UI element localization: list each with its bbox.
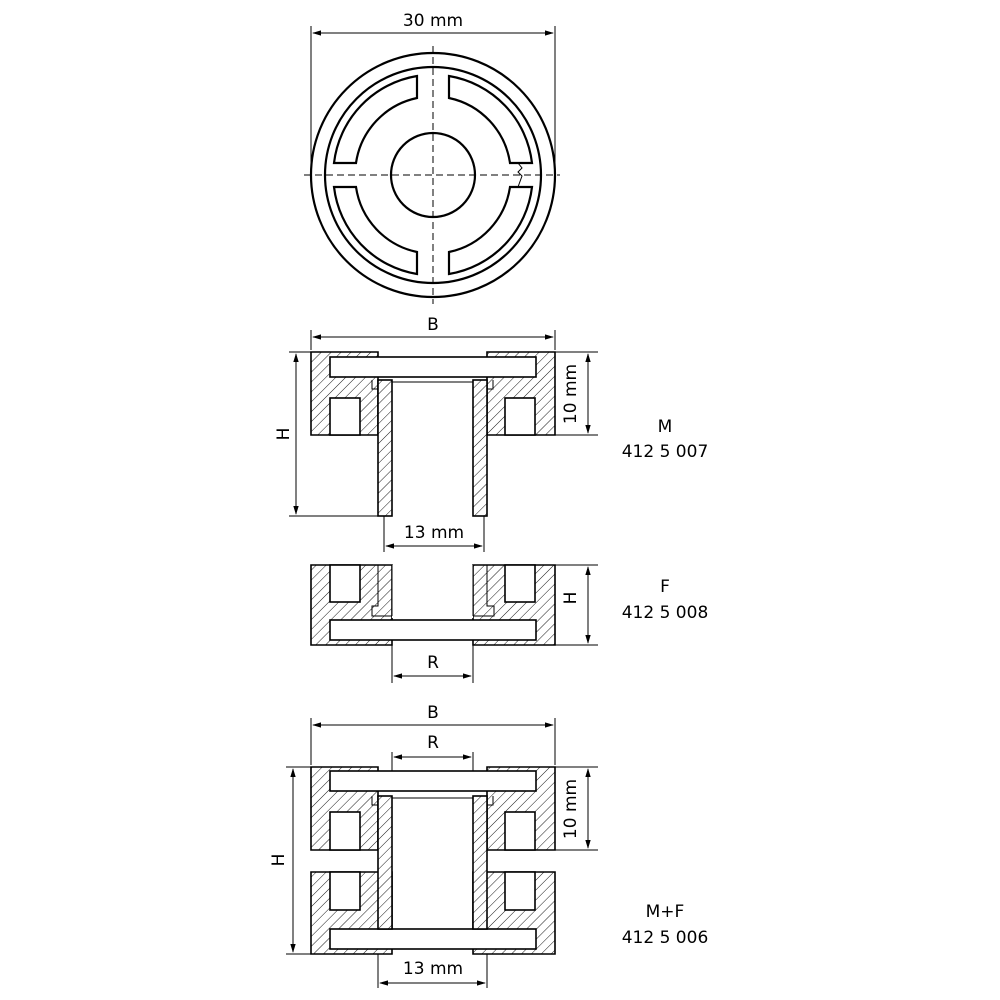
mf-left-tube-wall (377, 795, 393, 930)
m-width-label: B (427, 315, 439, 335)
f-right-cavity (504, 564, 536, 603)
m-top-height-label: 10 mm (561, 364, 581, 424)
quarter-segments (332, 74, 534, 276)
mf-height-label: H (269, 854, 289, 867)
top-view: 30 mm (304, 11, 560, 304)
part-m-section: B H 10 mm 13 mm M 412 5 007 (274, 315, 708, 552)
mf-article-number: 412 5 006 (622, 928, 709, 948)
f-article-number: 412 5 008 (622, 603, 709, 623)
mf-width-label: B (427, 703, 439, 723)
part-f-section: H R F 412 5 008 (310, 564, 709, 683)
m-article-number: 412 5 007 (622, 442, 709, 462)
f-bore-label: R (427, 653, 439, 673)
mf-top-plate (329, 770, 537, 792)
m-left-cavity (329, 397, 361, 436)
f-bottom-plate (329, 619, 537, 641)
mf-bottom-bore-label: 13 mm (403, 959, 463, 979)
m-height-label: H (274, 428, 294, 441)
mf-right-tube-wall (472, 795, 488, 930)
m-right-cavity (504, 397, 536, 436)
f-left-cavity (329, 564, 361, 603)
mf-bore-label: R (427, 733, 439, 753)
m-left-tube-wall (377, 379, 393, 517)
mf-part-name: M+F (646, 902, 685, 922)
m-right-tube-wall (472, 379, 488, 517)
f-height-label: H (561, 592, 581, 605)
segment-notch (517, 162, 523, 188)
m-bore-label: 13 mm (404, 523, 464, 543)
diameter-label: 30 mm (403, 11, 463, 31)
mf-bottom-plate (329, 928, 537, 950)
m-part-name: M (658, 417, 673, 437)
mf-top-height-label: 10 mm (561, 779, 581, 839)
part-mf-section: B R H 10 mm 13 mm M+F 412 5 006 (269, 703, 708, 988)
f-part-name: F (660, 577, 670, 597)
m-top-plate (329, 356, 537, 378)
